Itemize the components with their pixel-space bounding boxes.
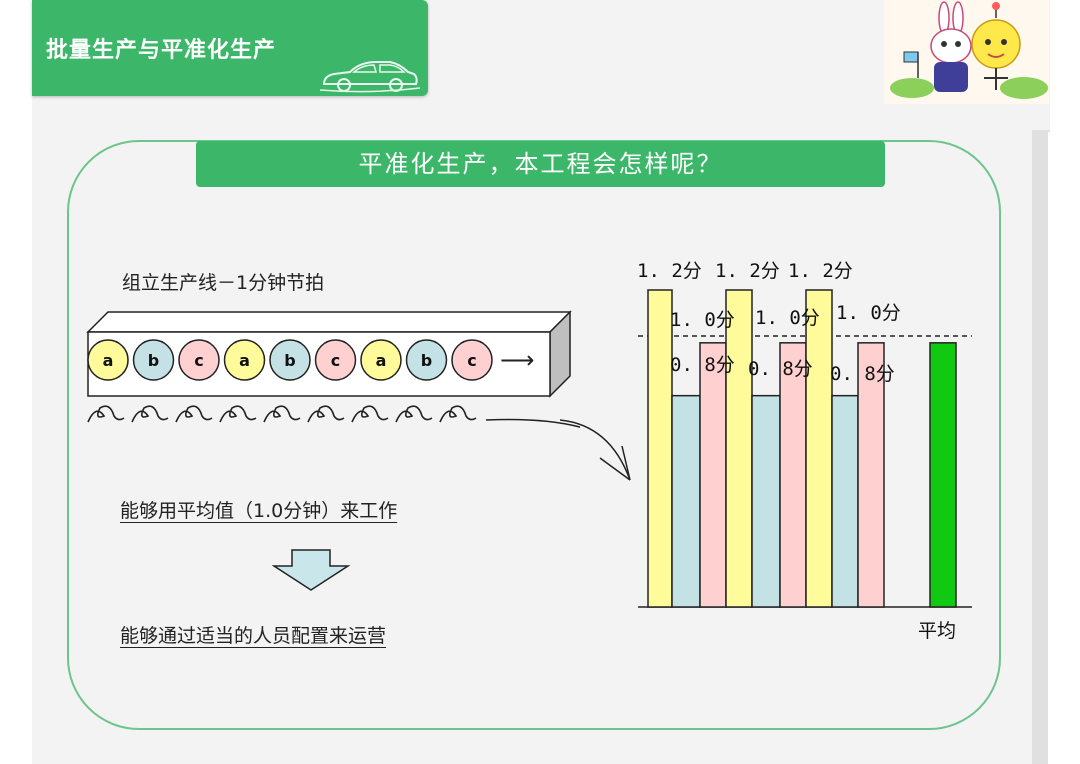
page-title: 批量生产与平准化生产 (46, 38, 277, 63)
scroll-track (1032, 130, 1050, 764)
flow-arrow-icon: ⟶ (500, 346, 534, 374)
bar-b (831, 394, 859, 608)
worker-icon (175, 405, 213, 423)
conveyor-belt: a b c a b c a b c ⟶ (86, 310, 580, 428)
average-statement: 能够用平均值（1.0分钟）来工作 (120, 500, 398, 522)
product-item-a: a (360, 339, 402, 381)
value-label-low: 0. 8分 (748, 358, 813, 380)
mascot-characters (884, 0, 1049, 104)
bar-average (929, 342, 957, 608)
page-margin (1048, 132, 1080, 764)
value-label-low: 0. 8分 (830, 363, 895, 385)
worker-icon (395, 405, 433, 423)
question-banner: 平准化生产，本工程会怎样呢？ (196, 141, 885, 187)
bar-c (699, 342, 727, 608)
assembly-line-label: 组立生产线－1分钟节拍 (122, 272, 325, 294)
product-item-letter: a (239, 351, 250, 370)
down-arrow-icon (272, 549, 351, 591)
workload-bar-chart (638, 289, 972, 608)
worker-icon (351, 405, 389, 423)
average-category-label: 平均 (918, 620, 957, 642)
value-label-high: 1. 2分 (715, 260, 780, 282)
product-item-letter: c (331, 351, 340, 370)
staffing-statement: 能够通过适当的人员配置来运营 (120, 625, 387, 647)
value-label-high: 1. 2分 (788, 260, 853, 282)
worker-icon (439, 405, 477, 423)
bar-c (857, 342, 885, 608)
product-item-letter: a (376, 351, 387, 370)
title-banner (32, 0, 428, 96)
bar-b (751, 394, 781, 608)
product-item-a: a (87, 339, 129, 381)
bar-c (779, 342, 807, 608)
worker-icon (219, 405, 257, 423)
product-item-b: b (269, 339, 311, 381)
worker-icon (263, 405, 301, 423)
car-icon (320, 61, 420, 93)
bar-a (647, 289, 673, 608)
value-label-mid: 1. 0分 (836, 302, 901, 324)
product-item-b: b (405, 339, 448, 381)
bar-b (671, 394, 701, 608)
product-item-a: a (223, 339, 266, 381)
product-item-letter: a (103, 351, 114, 370)
curved-arrow-icon-extended (560, 419, 631, 481)
worker-icon (307, 405, 345, 423)
bar-a (725, 289, 753, 608)
value-label-mid: 1. 0分 (670, 309, 735, 331)
product-item-letter: c (467, 351, 476, 370)
bar-a (805, 289, 833, 608)
value-label-low: 0. 8分 (670, 354, 735, 376)
value-label-high: 1. 2分 (637, 260, 702, 282)
curved-arrow-icon (485, 418, 580, 428)
value-label-mid: 1. 0分 (755, 307, 820, 329)
product-item-letter: c (194, 351, 203, 370)
product-item-letter: b (284, 351, 295, 370)
product-item-c: c (314, 339, 357, 381)
product-item-letter: b (421, 351, 432, 370)
product-item-c: c (178, 339, 220, 381)
product-item-letter: b (148, 351, 159, 370)
worker-icon (87, 405, 125, 423)
product-item-b: b (132, 339, 175, 381)
worker-icon (131, 405, 169, 423)
product-item-c: c (451, 339, 493, 381)
